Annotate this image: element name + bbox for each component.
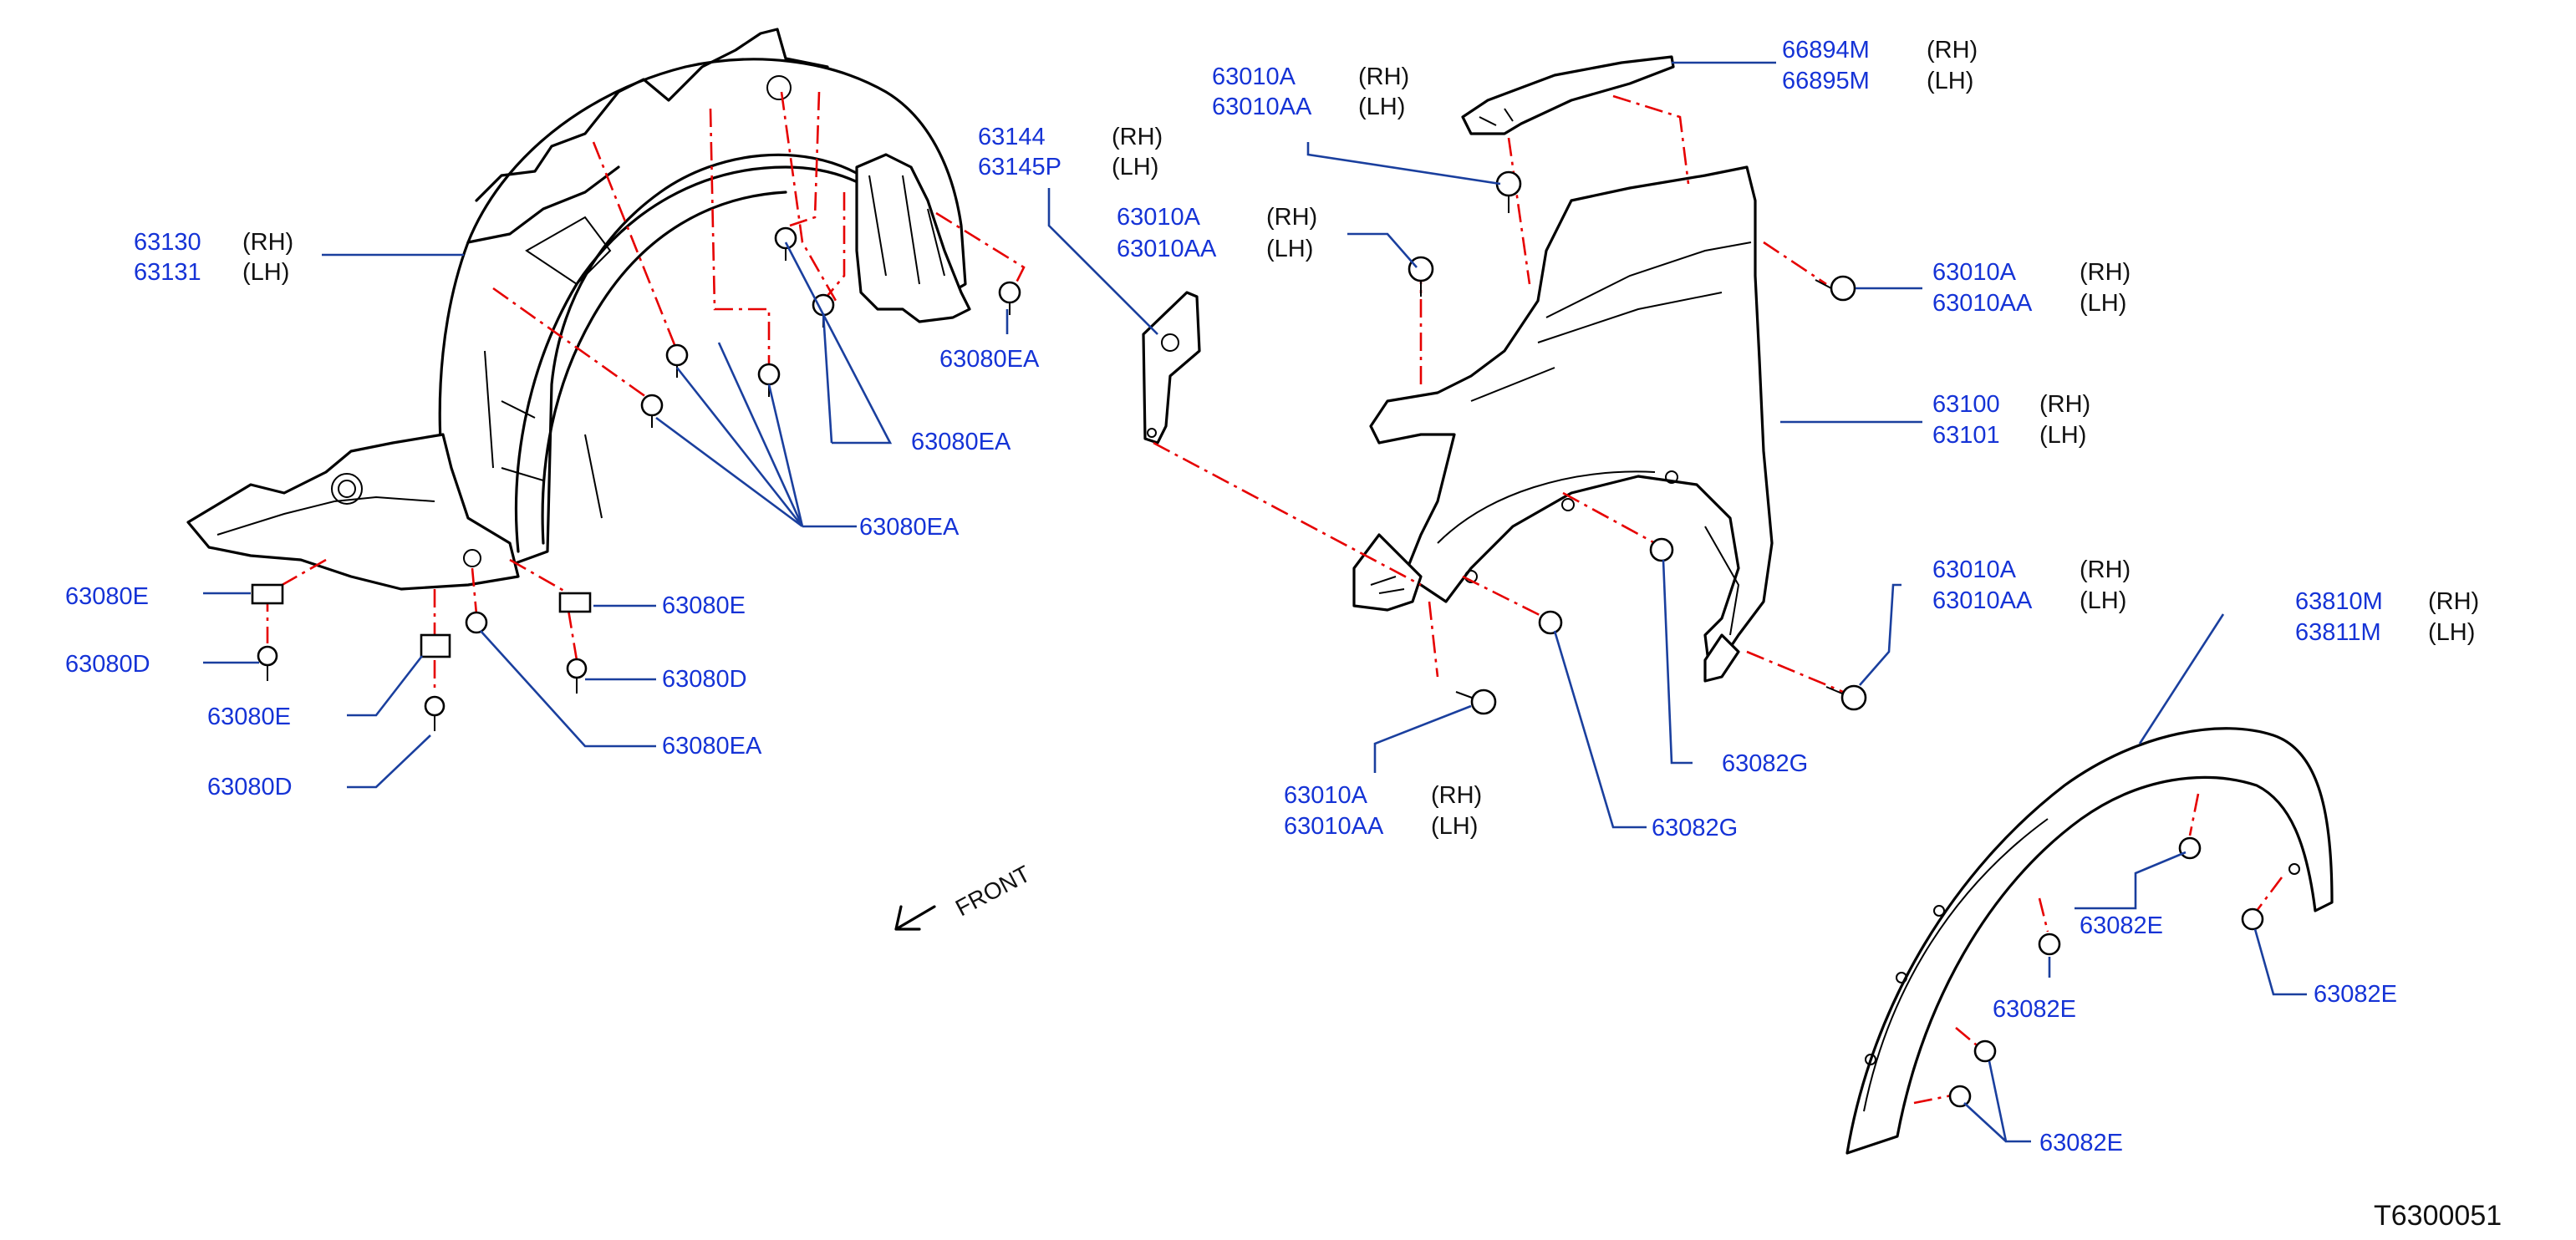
wheel-arch-molding-part [1845, 727, 2334, 1155]
bolt-icon [1455, 689, 1497, 715]
bolt-mid-left-lh-side: (LH) [1266, 236, 1314, 262]
clip-icon [465, 611, 488, 634]
clip-icon [757, 363, 781, 397]
bolt-fender-top-right-lh-part-number: 63010AA [1932, 290, 2033, 317]
screw-63080d-label: 63080D [207, 774, 293, 800]
leader-lines [203, 61, 2307, 1143]
fender-protector-lh-part-number: 63131 [134, 259, 201, 286]
fender-top-bracket-rh-side: (RH) [1927, 37, 1978, 64]
clip-63080ea-label: 63080EA [911, 429, 1011, 455]
clip-63082g-label: 63082G [1722, 750, 1809, 777]
clip-icon [640, 394, 664, 428]
clip-63082e-label: 63082E [2039, 1130, 2123, 1156]
front-fender-rh-part-number: 63100 [1932, 391, 2000, 418]
nut-icon [420, 633, 451, 658]
clip-icon [998, 281, 1021, 315]
wheel-arch-molding-lh-side: (LH) [2428, 619, 2476, 646]
fender-bracket-lh-side: (LH) [1112, 154, 1159, 180]
screw-63080d-label: 63080D [65, 651, 150, 678]
front-fender-part [1352, 165, 1774, 683]
clip-icon [1649, 537, 1674, 562]
bolt-fender-top-right-lh-side: (LH) [2080, 290, 2127, 317]
bolt-fender-bottom-lh-part-number: 63010AA [1284, 813, 1384, 840]
nut-63080e-label: 63080E [65, 583, 149, 610]
nut-icon [251, 583, 284, 605]
nut-icon [558, 592, 592, 613]
front-arrow-icon [894, 905, 936, 931]
fender-bracket-rh-side: (RH) [1112, 124, 1163, 150]
fender-top-bracket-part [1461, 55, 1675, 135]
fender-top-bracket-rh-part-number: 66894M [1782, 37, 1870, 64]
front-fender-lh-part-number: 63101 [1932, 422, 2000, 449]
bolt-icon [1825, 684, 1867, 711]
clip-63082g-label: 63082G [1652, 815, 1739, 841]
clip-63082e-label: 63082E [2080, 912, 2163, 939]
clip-icon [1948, 1085, 1972, 1108]
bolt-fender-rear-rh-side: (RH) [2080, 556, 2131, 583]
fender-bracket-rh-part-number: 63144 [978, 124, 1046, 150]
clip-63080ea-label: 63080EA [939, 346, 1040, 373]
diagram-code: T6300051 [2374, 1200, 2502, 1232]
nut-63080e-label: 63080E [207, 704, 291, 730]
bolt-icon [1495, 170, 1522, 213]
nut-63080e-label: 63080E [662, 592, 746, 619]
bolt-mid-left-rh-part-number: 63010A [1117, 204, 1200, 231]
fasteners [251, 170, 2264, 1108]
fender-protector-part [186, 28, 971, 591]
clip-63080ea-label: 63080EA [662, 733, 762, 760]
fender-bracket-part [1142, 291, 1201, 445]
bolt-mid-left-rh-side: (RH) [1266, 204, 1318, 231]
clip-63082e-label: 63082E [2314, 981, 2397, 1008]
bolt-upper-left-lh-side: (LH) [1358, 94, 1406, 120]
bolt-fender-bottom-rh-side: (RH) [1431, 782, 1483, 809]
front-fender-lh-side: (LH) [2039, 422, 2087, 449]
screw-icon [566, 658, 588, 694]
clip-icon [1973, 1039, 1997, 1063]
bolt-upper-left-rh-part-number: 63010A [1212, 64, 1296, 90]
clip-icon [2241, 907, 2264, 931]
clip-icon [2178, 836, 2202, 860]
screw-63080d-label: 63080D [662, 666, 747, 693]
bolt-icon [1408, 256, 1434, 297]
bolt-upper-left-rh-side: (RH) [1358, 64, 1410, 90]
clip-63080ea-label: 63080EA [859, 514, 960, 541]
clip-icon [665, 343, 689, 378]
bolt-fender-top-right-rh-part-number: 63010A [1932, 259, 2016, 286]
screw-icon [424, 695, 445, 731]
clip-icon [2038, 933, 2061, 956]
fender-top-bracket-lh-part-number: 66895M [1782, 68, 1870, 94]
bolt-fender-bottom-rh-part-number: 63010A [1284, 782, 1367, 809]
clip-icon [1538, 610, 1563, 635]
screw-icon [257, 645, 278, 681]
bolt-icon [1815, 275, 1856, 302]
wheel-arch-molding-lh-part-number: 63811M [2295, 619, 2381, 646]
bolt-mid-left-lh-part-number: 63010AA [1117, 236, 1217, 262]
clip-icon [774, 226, 797, 261]
bolt-fender-top-right-rh-side: (RH) [2080, 259, 2131, 286]
bolt-fender-bottom-lh-side: (LH) [1431, 813, 1479, 840]
fender-protector-rh-side: (RH) [242, 229, 294, 256]
fender-bracket-lh-part-number: 63145P [978, 154, 1061, 180]
bolt-fender-rear-lh-part-number: 63010AA [1932, 587, 2033, 614]
bolt-upper-left-lh-part-number: 63010AA [1212, 94, 1312, 120]
front-fender-rh-side: (RH) [2039, 391, 2091, 418]
fender-top-bracket-lh-side: (LH) [1927, 68, 1974, 94]
fender-protector-rh-part-number: 63130 [134, 229, 201, 256]
clip-63082e-label: 63082E [1993, 996, 2076, 1023]
wheel-arch-molding-rh-side: (RH) [2428, 588, 2480, 615]
wheel-arch-molding-rh-part-number: 63810M [2295, 588, 2383, 615]
bolt-fender-rear-lh-side: (LH) [2080, 587, 2127, 614]
bolt-fender-rear-rh-part-number: 63010A [1932, 556, 2016, 583]
fender-protector-lh-side: (LH) [242, 259, 290, 286]
